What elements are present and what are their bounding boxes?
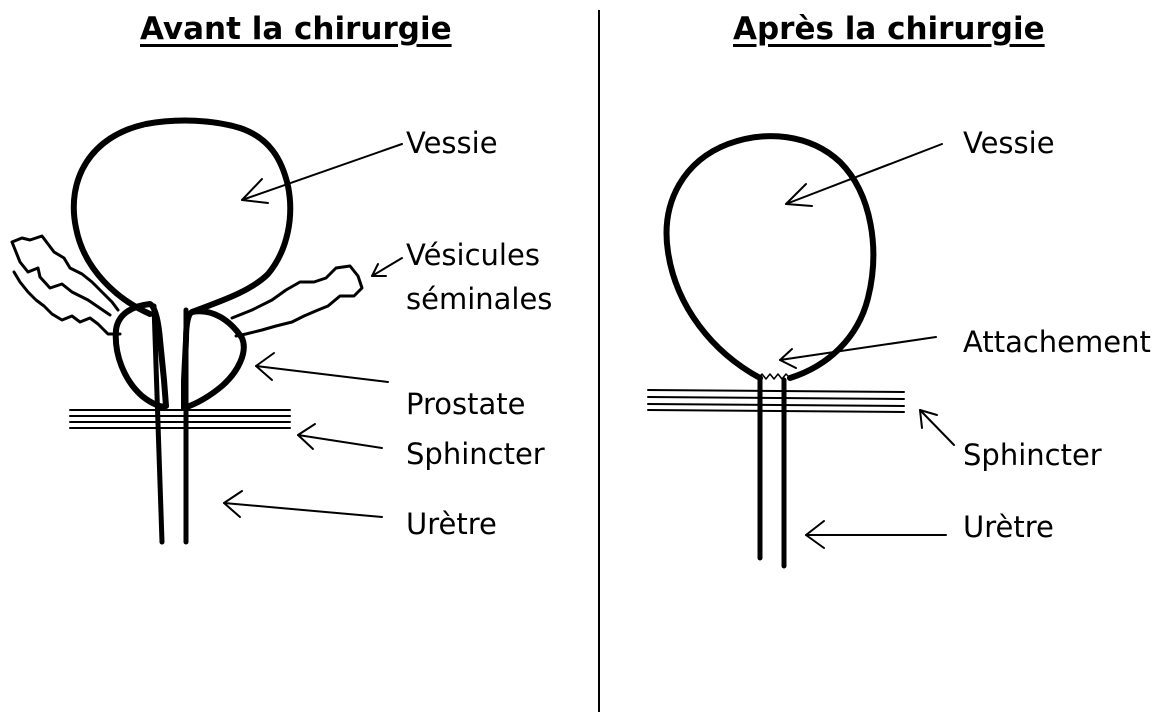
sphincter-before xyxy=(70,410,290,428)
label-uretre-before: Urètre xyxy=(406,510,497,539)
before-surgery-drawing xyxy=(12,121,402,542)
sphincter-after xyxy=(648,390,904,412)
label-attachement: Attachement xyxy=(963,328,1151,357)
label-uretre-after: Urètre xyxy=(963,513,1054,542)
bladder-before xyxy=(74,121,290,314)
label-sphincter-after: Sphincter xyxy=(963,441,1102,470)
after-surgery-title: Après la chirurgie xyxy=(733,14,1045,45)
right-seminal-vesicle xyxy=(232,266,362,336)
prostate-right-lobe xyxy=(184,311,244,408)
label-prostate: Prostate xyxy=(406,390,525,419)
label-vesicules-line2: séminales xyxy=(406,285,552,314)
label-vessie-before: Vessie xyxy=(406,129,498,158)
bladder-after xyxy=(667,136,874,378)
label-sphincter-before: Sphincter xyxy=(406,440,545,469)
label-vesicules-line1: Vésicules xyxy=(406,241,540,270)
after-surgery-drawing xyxy=(648,136,954,566)
label-vessie-after: Vessie xyxy=(963,129,1055,158)
before-surgery-title: Avant la chirurgie xyxy=(140,14,452,45)
arrows-before xyxy=(224,144,402,517)
